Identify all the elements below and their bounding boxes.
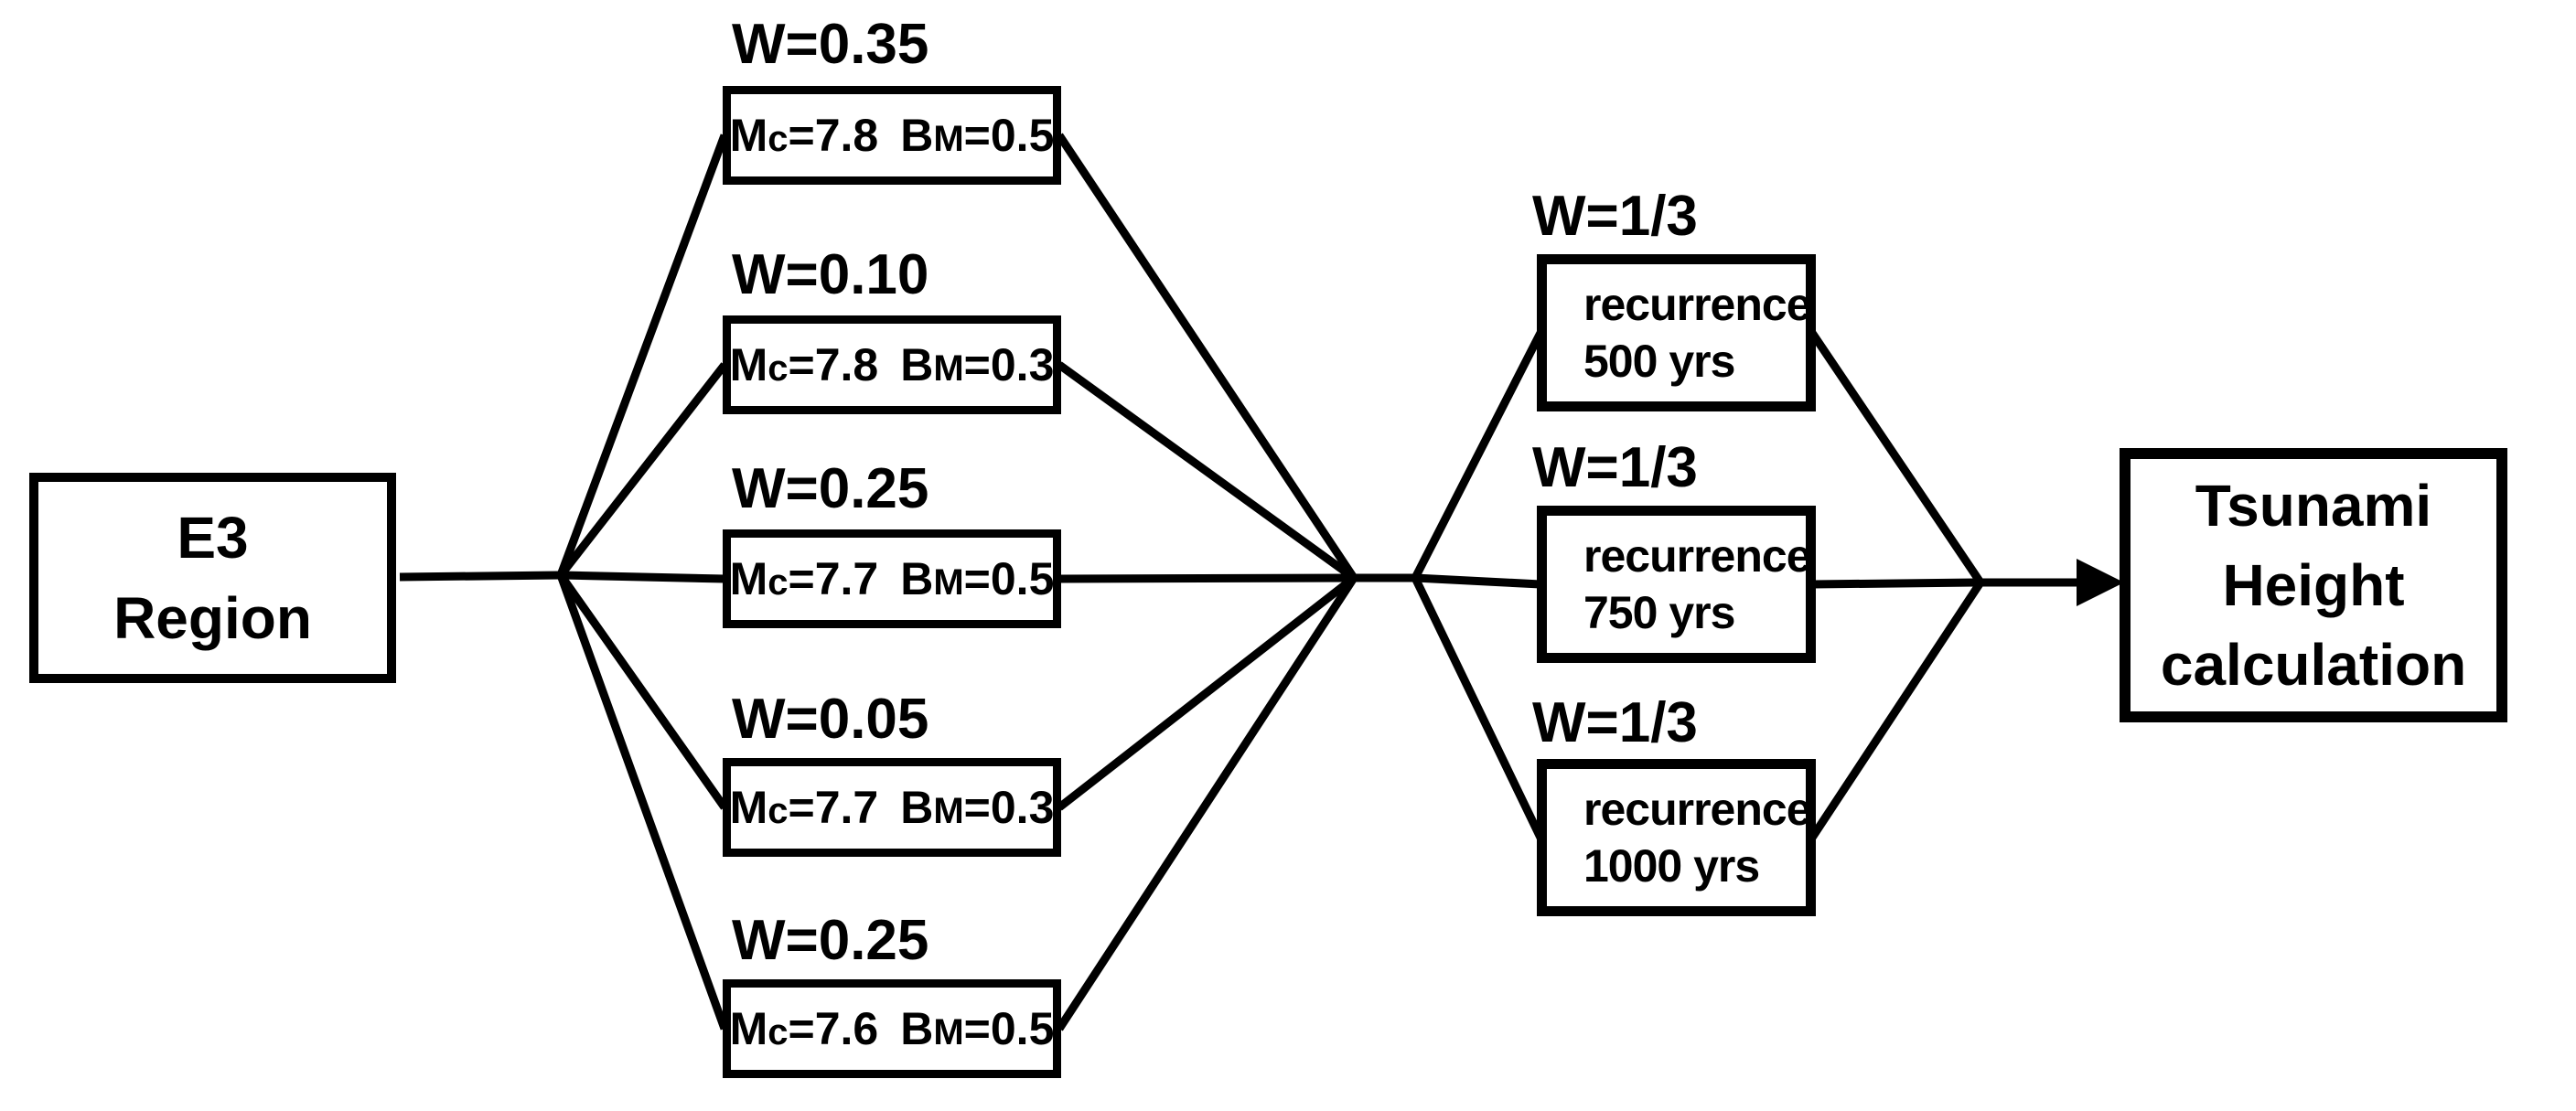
recurrence-750-line2: 750 yrs: [1583, 587, 1735, 638]
weight-label-magnitude-1: W=0.35: [732, 13, 929, 76]
m-value: =7.7: [788, 553, 879, 604]
connector-line: [557, 572, 728, 810]
b-subscript: M: [933, 348, 964, 389]
weight-label-recurrence-2: W=1/3: [1532, 436, 1698, 499]
connector-line: [557, 362, 728, 578]
recurrence-500-line1: recurrence: [1583, 279, 1811, 330]
m-subscript: c: [767, 562, 789, 603]
m-subscript: c: [767, 119, 789, 159]
m-symbol: M: [729, 782, 768, 833]
m-symbol: M: [729, 553, 768, 604]
b-value: =0.3: [963, 339, 1055, 390]
recurrence-750-line1: recurrence: [1583, 530, 1811, 582]
m-value: =7.8: [788, 110, 879, 161]
e3-region-line2: Region: [113, 585, 312, 651]
connector-line: [1411, 576, 1545, 839]
m-symbol: M: [729, 339, 768, 390]
arrow-head-icon: [2077, 559, 2124, 606]
connector-line: [556, 573, 729, 1031]
m-subscript: c: [767, 791, 789, 831]
connector-line: [1809, 330, 1984, 585]
connector-line: [1057, 574, 1357, 811]
weight-label-magnitude-5: W=0.25: [732, 909, 929, 972]
m-symbol: M: [729, 1003, 768, 1054]
output-line1: Tsunami: [2195, 472, 2432, 539]
node-recurrence-1000: recurrence 1000 yrs: [1537, 759, 1816, 916]
connector-line: [1057, 361, 1357, 582]
recurrence-500-line2: 500 yrs: [1583, 336, 1735, 387]
b-value: =0.5: [963, 553, 1055, 604]
connector-line: [1811, 578, 1981, 589]
connector-line: [1809, 580, 1984, 840]
connector-line: [1056, 133, 1358, 581]
connector-line: [1058, 573, 1355, 583]
recurrence-1000-line1: recurrence: [1583, 784, 1811, 835]
connector-line: [1411, 330, 1545, 581]
m-value: =7.6: [788, 1003, 879, 1054]
recurrence-1000-line2: 1000 yrs: [1583, 840, 1760, 892]
connector-line: [560, 571, 725, 583]
b-symbol: B: [900, 110, 934, 161]
weight-label-recurrence-1: W=1/3: [1532, 185, 1698, 248]
b-subscript: M: [933, 791, 964, 831]
b-value: =0.5: [963, 1003, 1055, 1054]
connector-line-group: [399, 133, 2090, 1031]
node-recurrence-500: recurrence 500 yrs: [1537, 254, 1816, 411]
b-symbol: B: [900, 553, 934, 604]
connector-line: [556, 134, 729, 577]
output-line3: calculation: [2160, 631, 2467, 698]
m-value: =7.8: [788, 339, 879, 390]
connector-line: [1056, 575, 1358, 1031]
m-symbol: M: [729, 110, 768, 161]
e3-region-line1: E3: [177, 505, 249, 571]
b-symbol: B: [900, 339, 934, 390]
weight-label-magnitude-4: W=0.05: [732, 688, 929, 751]
node-recurrence-750: recurrence 750 yrs: [1537, 506, 1816, 663]
b-value: =0.3: [963, 782, 1055, 833]
connector-line: [399, 571, 562, 582]
b-symbol: B: [900, 1003, 934, 1054]
m-subscript: c: [767, 348, 789, 389]
m-subscript: c: [767, 1012, 789, 1052]
b-subscript: M: [933, 1012, 964, 1052]
node-tsunami-height-calculation: Tsunami Height calculation: [2120, 448, 2507, 722]
node-e3-region: E3 Region: [29, 473, 396, 683]
b-value: =0.5: [963, 110, 1055, 161]
weight-label-recurrence-3: W=1/3: [1532, 691, 1698, 754]
weight-label-magnitude-3: W=0.25: [732, 457, 929, 520]
b-subscript: M: [933, 562, 964, 603]
b-symbol: B: [900, 782, 934, 833]
weight-label-magnitude-2: W=0.10: [732, 243, 929, 306]
m-value: =7.7: [788, 782, 879, 833]
b-subscript: M: [933, 119, 964, 159]
output-line2: Height: [2222, 551, 2405, 618]
connector-line: [1414, 573, 1541, 589]
